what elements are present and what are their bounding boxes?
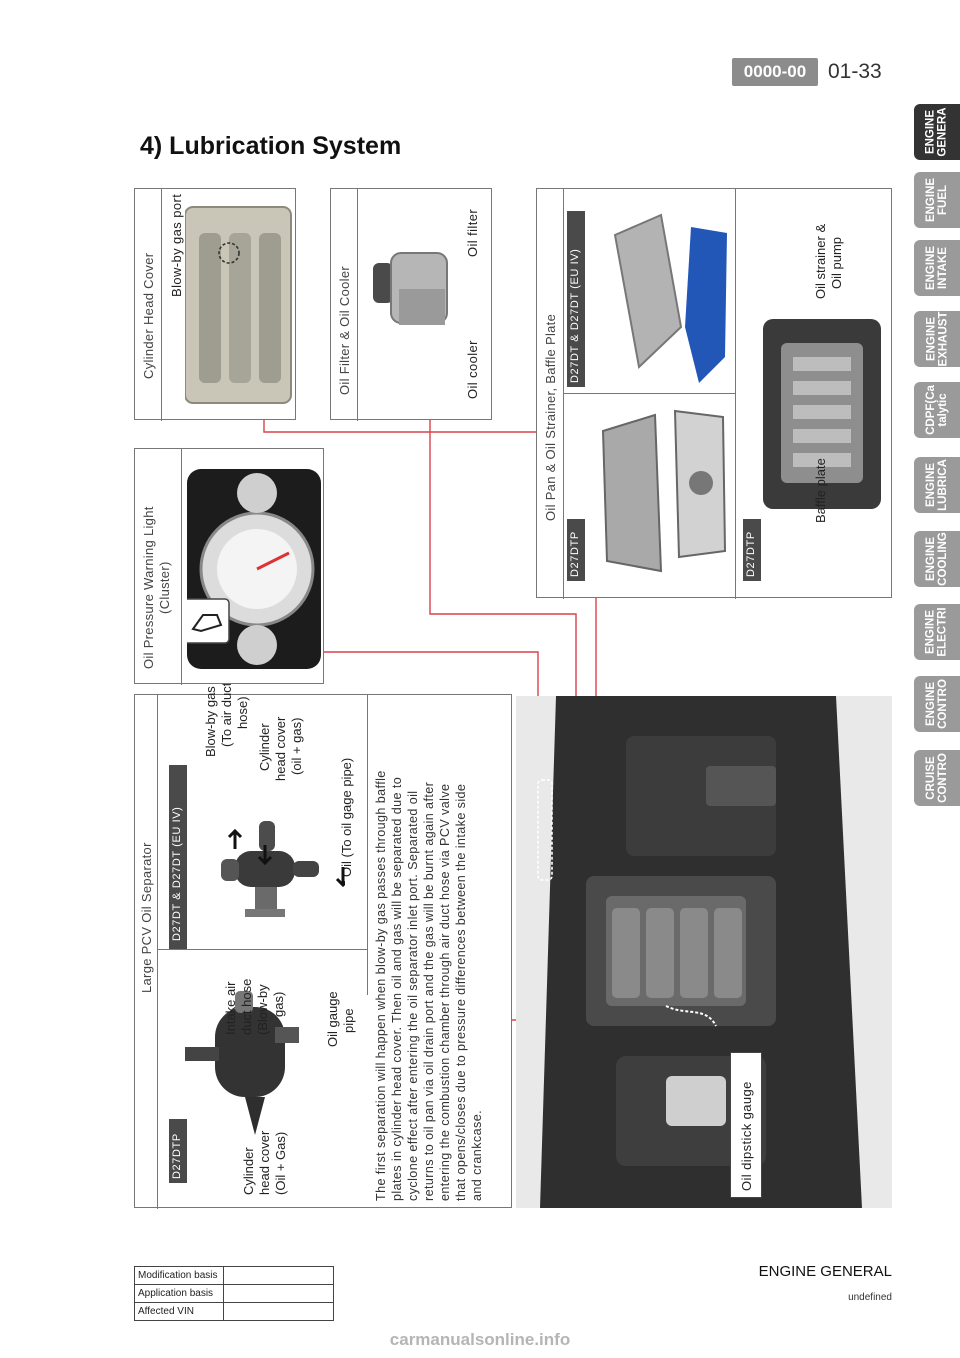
page-number: 01-33 bbox=[828, 60, 882, 83]
page-title: 4) Lubrication System bbox=[140, 132, 402, 160]
watermark: carmanualsonline.info bbox=[389, 1330, 571, 1349]
badge-d27dt: D27DT & D27DT (EU IV) bbox=[567, 211, 585, 387]
oil-pan-title: Oil Pan & Oil Strainer, Baffle Plate bbox=[543, 313, 558, 521]
label-blowby-to-air-duct: Blow-by gas (To air duct hose) bbox=[203, 682, 250, 757]
table-row: Modification basis bbox=[134, 1266, 334, 1285]
oil-pan-d27dt-photo bbox=[613, 213, 727, 383]
pcv-description: The first separation will happen when bl… bbox=[374, 770, 484, 1201]
label-oil-gauge-pipe: Oil gauge pipe bbox=[325, 991, 356, 1047]
variant-b-badge: D27DT & D27DT (EU IV) bbox=[169, 765, 187, 949]
engine-bay-photo bbox=[516, 696, 892, 1208]
oil-pan-box: Oil Pan & Oil Strainer, Baffle Plate D27… bbox=[536, 188, 892, 599]
oil-filter-cooler-photo bbox=[373, 252, 448, 325]
tab-engine-electrical[interactable]: ENGINE ELECTRI bbox=[914, 604, 960, 660]
label-blowby-gas-port: Blow-by gas port bbox=[169, 193, 184, 297]
tab-cdpf[interactable]: CDPF(Ca talytic bbox=[914, 382, 960, 438]
warning-light-box: Oil Pressure Warning Light (Cluster) bbox=[134, 448, 324, 685]
tab-engine-general[interactable]: ENGINE GENERA bbox=[914, 104, 960, 160]
tab-cruise-control[interactable]: CRUISE CONTRO bbox=[914, 750, 960, 806]
pcv-separator-photo-a bbox=[185, 991, 299, 1135]
table-value bbox=[223, 1284, 334, 1303]
label-intake-air-duct: Intake air duct hose (Blow-by gas) bbox=[223, 978, 286, 1035]
table-value bbox=[223, 1266, 334, 1285]
label-oil-dipstick-gauge: Oil dipstick gauge bbox=[739, 1081, 754, 1191]
footer-title: ENGINE GENERAL bbox=[758, 1263, 892, 1280]
pcv-title: Large PCV Oil Separator bbox=[139, 842, 154, 993]
leader-line bbox=[429, 418, 577, 735]
badge-d27dtp-pan: D27DTP bbox=[567, 519, 585, 581]
table-label: Affected VIN bbox=[134, 1302, 224, 1321]
flow-arrows-b bbox=[227, 828, 345, 888]
table-label: Modification basis bbox=[134, 1266, 224, 1285]
label-oil-strainer-pump: Oil strainer & Oil pump bbox=[813, 223, 844, 299]
label-baffle-plate: Baffle plate bbox=[813, 458, 828, 523]
pcv-separator-photo-b bbox=[221, 821, 319, 917]
tab-engine-lubrication[interactable]: ENGINE LUBRICA bbox=[914, 457, 960, 513]
table-label: Application basis bbox=[134, 1284, 224, 1303]
dipstick-label-box: Oil dipstick gauge bbox=[730, 1052, 762, 1198]
instrument-cluster-photo bbox=[187, 469, 321, 669]
warning-light-title: Oil Pressure Warning Light (Cluster) bbox=[141, 506, 172, 669]
variant-a-badge: D27DTP bbox=[169, 1119, 187, 1183]
section-code-badge: 0000-00 bbox=[732, 58, 818, 86]
label-cylinder-head-cover-b: Cylinder head cover (oil + gas) bbox=[257, 716, 304, 781]
label-oil-cooler: Oil cooler bbox=[465, 340, 480, 399]
tab-engine-fuel[interactable]: ENGINE FUEL bbox=[914, 172, 960, 228]
label-cylinder-head-cover-a: Cylinder head cover (Oil + Gas) bbox=[241, 1130, 288, 1195]
table-value bbox=[223, 1302, 334, 1321]
engine-block-baffle-photo bbox=[763, 319, 881, 509]
tab-engine-exhaust[interactable]: ENGINE EXHAUST bbox=[914, 311, 960, 367]
table-row: Application basis bbox=[134, 1284, 334, 1303]
pcv-separator-box: Large PCV Oil Separator D27DT & D27DT (E… bbox=[134, 683, 512, 1209]
badge-d27dtp-engine: D27DTP bbox=[743, 519, 761, 581]
modification-table: Modification basis Application basis Aff… bbox=[134, 1266, 334, 1321]
cylinder-head-cover-photo bbox=[185, 206, 292, 404]
oil-filter-box: Oil Filter & Oil Cooler Oil filter Oil c… bbox=[330, 188, 492, 421]
footer-subtitle: undefined bbox=[848, 1292, 892, 1303]
table-row: Affected VIN bbox=[134, 1302, 334, 1321]
oil-filter-title: Oil Filter & Oil Cooler bbox=[337, 266, 352, 395]
head-cover-box: Cylinder Head Cover Blow-by gas port bbox=[134, 188, 296, 421]
label-oil-filter: Oil filter bbox=[465, 208, 480, 257]
tab-engine-control[interactable]: ENGINE CONTRO bbox=[914, 676, 960, 732]
tab-engine-intake[interactable]: ENGINE INTAKE bbox=[914, 240, 960, 296]
oil-pan-d27dtp-photo bbox=[601, 409, 727, 573]
tab-engine-cooling[interactable]: ENGINE COOLING bbox=[914, 531, 960, 587]
head-cover-title: Cylinder Head Cover bbox=[141, 252, 156, 379]
